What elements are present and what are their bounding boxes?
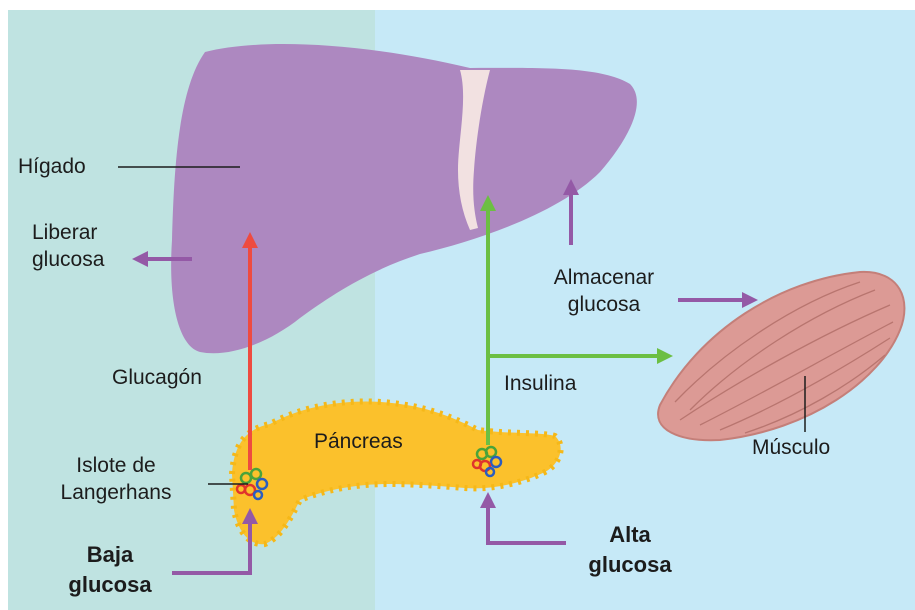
low-glucose-line2: glucosa [50,570,170,600]
islet-line1: Islote de [30,452,202,479]
muscle-label: Músculo [752,434,830,461]
islet-line2: Langerhans [30,479,202,506]
release-glucose-label: Liberar glucosa [32,219,104,273]
insulin-label: Insulina [504,370,576,397]
store-glucose-line1: Almacenar [540,264,668,291]
release-glucose-line2: glucosa [32,246,104,273]
pancreas-label: Páncreas [314,428,403,455]
low-glucose-line1: Baja [50,540,170,570]
low-glucose-label: Baja glucosa [50,540,170,600]
store-glucose-line2: glucosa [540,291,668,318]
liver-label: Hígado [18,153,86,180]
high-glucose-label: Alta glucosa [570,520,690,580]
high-glucose-line2: glucosa [570,550,690,580]
glucagon-label: Glucagón [112,364,202,391]
islet-label: Islote de Langerhans [30,452,202,506]
store-glucose-label: Almacenar glucosa [540,264,668,318]
high-glucose-line1: Alta [570,520,690,550]
release-glucose-line1: Liberar [32,219,104,246]
